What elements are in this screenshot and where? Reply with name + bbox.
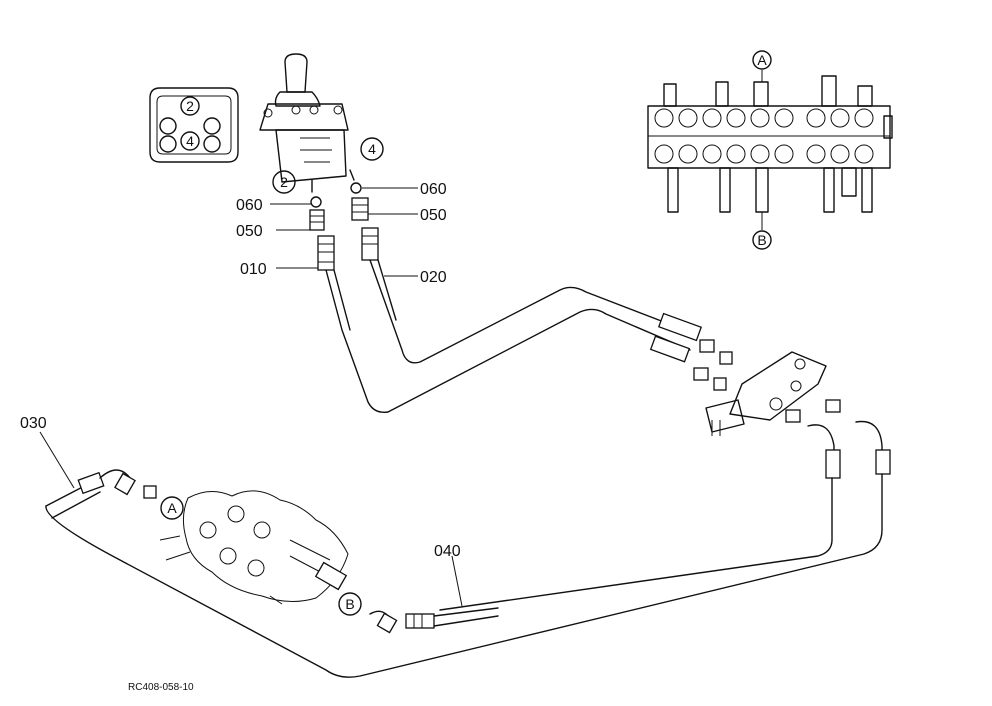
port-2-label: 2	[280, 174, 288, 190]
label-030: 030	[20, 415, 47, 432]
port-4-callout: 4	[360, 137, 384, 161]
inset-port-2-label: 2	[186, 98, 194, 114]
drawing-code: RC408-058-10	[128, 682, 194, 693]
label-060-left: 060	[236, 197, 263, 214]
port-2-callout: 2	[272, 170, 296, 194]
leader-040	[451, 555, 463, 607]
bottom-ref-a-callout: A	[160, 496, 184, 520]
label-010: 010	[240, 261, 267, 278]
hose-end-010	[317, 235, 335, 271]
adaptor-right	[351, 197, 369, 221]
label-050-left: 050	[236, 223, 263, 240]
bottom-ref-a-label: A	[167, 500, 177, 516]
valve-ref-a-callout: A	[752, 50, 772, 82]
junction-block	[649, 312, 891, 479]
hose-030	[45, 469, 157, 519]
bottom-ref-b-callout: B	[338, 592, 362, 616]
control-valve-block	[647, 75, 893, 213]
label-050-right: 050	[420, 207, 447, 224]
valve-ref-a-label: A	[757, 52, 767, 68]
inset-port-4-label: 4	[186, 133, 194, 149]
label-040: 040	[434, 543, 461, 560]
hose-010	[325, 269, 691, 413]
lower-valve-assembly	[159, 490, 349, 605]
hose-040	[369, 607, 499, 634]
label-020: 020	[420, 269, 447, 286]
leader-030	[39, 431, 75, 489]
port-face-inset: 2 4	[149, 87, 239, 163]
valve-ref-b-label: B	[757, 232, 766, 248]
bottom-ref-b-label: B	[345, 596, 354, 612]
adaptor-left	[309, 209, 325, 231]
port-4-label: 4	[368, 141, 376, 157]
hose-020	[369, 259, 691, 364]
o-ring-right	[350, 182, 362, 194]
label-060-right: 060	[420, 181, 447, 198]
pilot-valve-joystick	[259, 53, 355, 193]
o-ring-left	[310, 196, 322, 208]
valve-ref-b-callout: B	[752, 212, 772, 250]
